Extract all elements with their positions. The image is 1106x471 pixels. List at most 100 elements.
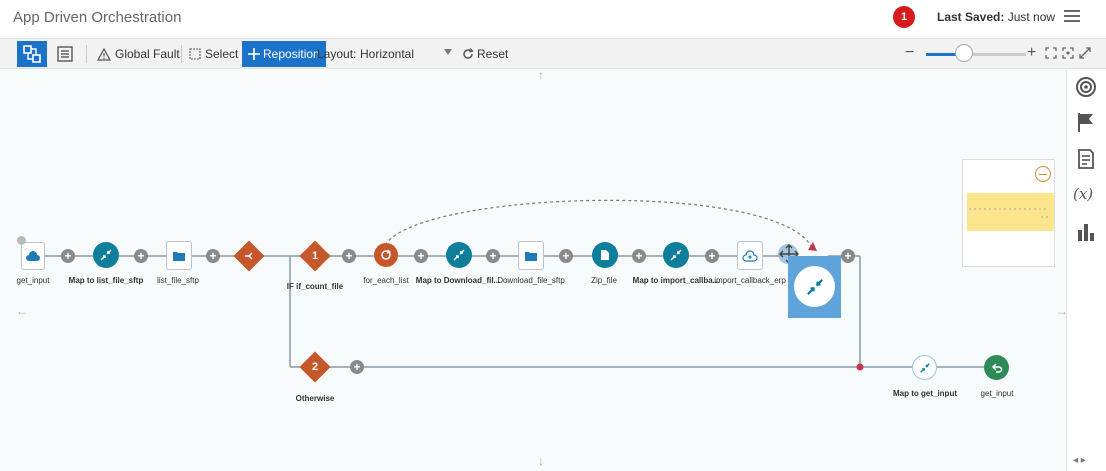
trigger-node[interactable] <box>21 242 45 270</box>
last-saved-value: Just now <box>1007 10 1056 24</box>
node-label: list_file_sftp <box>157 276 199 285</box>
pan-right-icon[interactable]: → <box>1056 304 1068 318</box>
global-fault-label: Global Fault <box>115 47 180 61</box>
mapper-icon <box>670 249 682 261</box>
overview-viewport[interactable] <box>967 193 1054 231</box>
mapper-icon <box>453 249 465 261</box>
zoom-slider-handle[interactable] <box>955 44 973 62</box>
target-icon[interactable] <box>1074 75 1098 99</box>
node-label: import_callback_erp <box>714 276 786 285</box>
mapper-node[interactable] <box>446 242 472 268</box>
erp-invoke-node[interactable] <box>737 241 763 270</box>
cloud-upload-icon <box>742 249 758 262</box>
return-node[interactable] <box>984 355 1009 380</box>
route-label: IF if_count_file <box>286 282 344 291</box>
add-action-button[interactable]: + <box>61 249 75 263</box>
warning-icon <box>97 47 111 61</box>
mapper-node[interactable] <box>663 242 689 268</box>
node-label: Map to get_input <box>893 389 957 398</box>
canvas-view-button[interactable] <box>17 41 47 67</box>
file-icon <box>601 250 609 260</box>
fit-to-screen-icon[interactable] <box>1045 47 1057 59</box>
toolbar: Global Fault Select Reposition Layout: H… <box>0 39 1106 69</box>
pan-left-icon[interactable]: ← <box>16 304 28 318</box>
orchestration-canvas[interactable]: ↑ ↓ ← → get_input + <box>0 68 1068 471</box>
trigger-badge <box>17 236 26 245</box>
list-view-button[interactable] <box>50 41 80 67</box>
add-action-button[interactable]: + <box>841 249 855 263</box>
add-action-button[interactable]: + <box>486 249 500 263</box>
overview-map[interactable] <box>962 159 1055 267</box>
mapper-icon <box>806 278 823 295</box>
return-icon <box>991 362 1002 373</box>
node-label: Map to import_callba... <box>632 276 720 285</box>
canvas-view-icon <box>23 45 41 63</box>
mapper-node[interactable] <box>912 355 937 380</box>
node-label: Map to list_file_sftp <box>68 276 144 285</box>
reposition-button[interactable]: Reposition <box>242 41 326 67</box>
layout-value: Horizontal <box>360 47 415 61</box>
add-action-button[interactable]: + <box>632 249 646 263</box>
mapper-node[interactable] <box>93 242 119 268</box>
layout-select[interactable]: Horizontal <box>358 43 454 65</box>
mapper-node[interactable] <box>794 266 835 307</box>
zoom-out-button[interactable]: − <box>905 44 915 61</box>
header-bar: App Driven Orchestration 1 Last Saved: J… <box>0 0 1106 39</box>
variables-icon[interactable]: (x) <box>1073 185 1094 203</box>
select-button[interactable]: Select <box>189 41 238 67</box>
route-label: Otherwise <box>295 394 335 403</box>
loop-icon <box>381 249 392 260</box>
reposition-label: Reposition <box>263 47 320 61</box>
add-action-button[interactable]: + <box>559 249 573 263</box>
folder-icon <box>525 251 537 261</box>
zoom-slider-fill <box>926 53 964 56</box>
reset-label: Reset <box>477 47 509 61</box>
add-action-button[interactable]: + <box>342 249 356 263</box>
route-number: 2 <box>311 361 319 373</box>
toolbar-divider <box>86 45 87 63</box>
select-icon <box>189 47 201 60</box>
loop-back-connector <box>384 199 813 249</box>
pan-down-icon[interactable]: ↓ <box>538 454 544 468</box>
route-number: 1 <box>311 250 319 262</box>
reset-button[interactable]: Reset <box>462 41 508 67</box>
ftp-invoke-node[interactable] <box>166 241 192 270</box>
stage-file-node[interactable] <box>592 242 618 268</box>
move-icon <box>248 48 260 60</box>
node-label: for_each_list <box>363 276 409 285</box>
add-action-button[interactable]: + <box>350 360 364 374</box>
refresh-icon <box>463 48 474 59</box>
add-action-button[interactable]: + <box>134 249 148 263</box>
layout-label: Layout: <box>317 47 357 61</box>
collapse-icon[interactable] <box>1035 166 1051 182</box>
rail-scroll-controls[interactable]: ◂ ▸ <box>1073 455 1086 466</box>
add-action-button[interactable]: + <box>414 249 428 263</box>
page-title: App Driven Orchestration <box>13 9 182 26</box>
right-rail: (x) ◂ ▸ <box>1066 70 1106 471</box>
select-label: Select <box>205 47 239 61</box>
branch-icon <box>245 252 253 260</box>
tracking-icon[interactable] <box>1074 147 1098 171</box>
add-action-button[interactable]: + <box>705 249 719 263</box>
merge-point <box>856 363 864 371</box>
list-view-icon <box>57 46 73 62</box>
node-label: get_input <box>16 276 50 285</box>
error-count-badge[interactable]: 1 <box>893 6 915 28</box>
actual-size-icon[interactable] <box>1062 47 1074 59</box>
for-each-node[interactable] <box>374 243 398 267</box>
toolbar-divider <box>181 45 182 63</box>
cloud-icon <box>26 251 40 261</box>
zoom-slider[interactable] <box>926 53 1026 56</box>
add-action-button[interactable]: + <box>206 249 220 263</box>
node-label: Map to Download_fil... <box>415 276 501 285</box>
ftp-invoke-node[interactable] <box>518 241 544 270</box>
pan-up-icon[interactable]: ↑ <box>538 68 544 82</box>
hamburger-icon[interactable] <box>1064 10 1080 24</box>
flag-icon[interactable] <box>1074 110 1098 134</box>
global-fault-button[interactable]: Global Fault <box>97 41 180 67</box>
expand-icon[interactable] <box>1079 47 1091 59</box>
selected-drop-target[interactable] <box>788 256 841 318</box>
switch-node[interactable] <box>233 240 265 272</box>
bar-chart-icon[interactable] <box>1074 220 1098 244</box>
zoom-in-button[interactable]: + <box>1027 44 1037 61</box>
